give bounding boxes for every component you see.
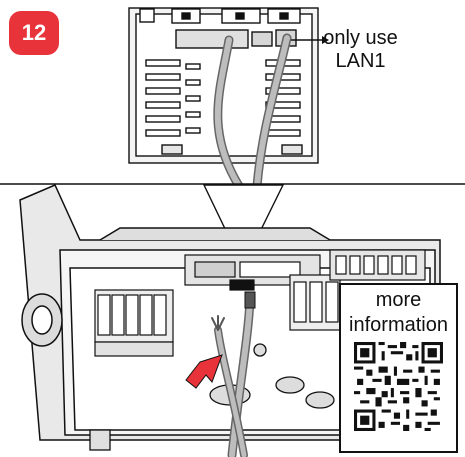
qr-code-icon[interactable] — [354, 342, 443, 431]
step-number-badge: 12 — [9, 11, 59, 55]
right-terminal-block — [289, 249, 426, 331]
info-line-1: more — [375, 289, 422, 311]
lan1-callout: only use LAN1 — [323, 27, 398, 73]
info-title: more information — [341, 288, 456, 338]
more-information-box[interactable]: more information — [339, 283, 458, 453]
callout-line-1: only use — [323, 27, 398, 49]
lan-cables-lower — [211, 295, 255, 457]
callout-line-2: LAN1 — [335, 50, 386, 72]
info-line-2: information — [349, 314, 448, 336]
left-terminal-block — [94, 289, 174, 357]
lan-cables-upper — [213, 33, 292, 191]
insertion-arrow-icon — [185, 354, 223, 389]
